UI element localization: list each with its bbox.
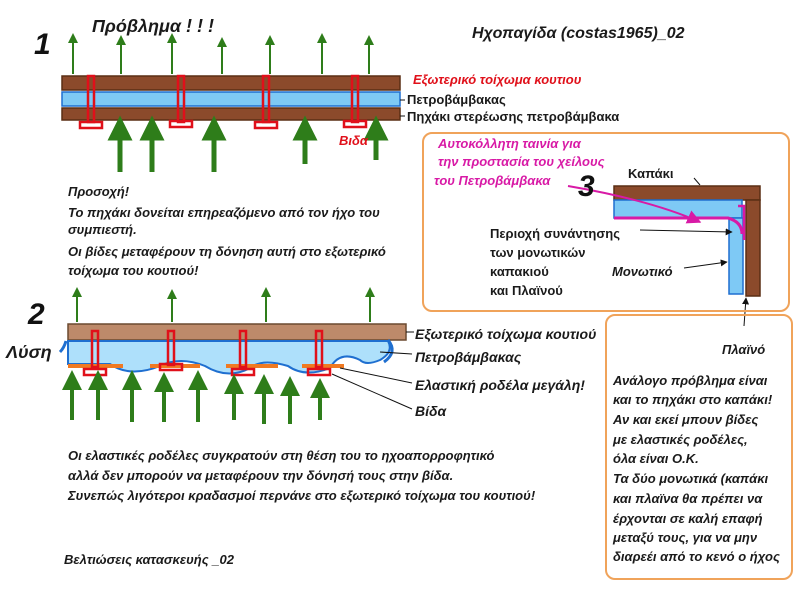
side-insulation <box>728 217 744 295</box>
s3-note-line: όλα είναι Ο.Κ. <box>613 451 699 466</box>
s2-screw-label: Βίδα <box>415 403 447 419</box>
section1-sound-arrows <box>107 115 389 172</box>
s2-rockwool-label: Πετροβάμβακας <box>415 349 522 365</box>
s3-note-line: Ανάλογο πρόβλημα είναι <box>613 373 768 388</box>
meeting-area-line: και Πλαϊνού <box>490 283 563 298</box>
note3-box <box>605 314 793 580</box>
footer-caption: Βελτιώσεις κατασκευής _02 <box>64 552 234 567</box>
document-title: Ηχοπαγίδα (costas1965)_02 <box>472 25 685 42</box>
section2-screws <box>82 329 332 377</box>
s3-note-line: Τα δύο μονωτικά (καπάκι <box>613 471 769 486</box>
s3-note-line: με ελαστικές ροδέλες, <box>613 432 748 447</box>
s3-note-line: Αν και εκεί μπουν βίδες <box>613 412 759 427</box>
s3-note-line: και το πηχάκι στο καπάκι! <box>613 392 773 407</box>
s2-note-line: Οι ελαστικές ροδέλες συγκρατούν στη θέση… <box>68 448 495 463</box>
section2-outer-wall <box>67 323 407 341</box>
step-number-3: 3 <box>578 170 595 203</box>
s2-outer-wall-label: Εξωτερικό τοίχωμα κουτιού <box>415 326 597 342</box>
s2-note-line: αλλά δεν μπορούν να μεταφέρουν την δόνησ… <box>68 468 454 483</box>
section1-fixing-batten <box>61 107 401 121</box>
meeting-area-line: Περιοχή συνάντησης <box>490 226 620 241</box>
s3-note-line: έρχονται σε καλή επαφή <box>613 511 763 526</box>
section2-up-arrows <box>72 287 375 322</box>
side-label: Πλαϊνό <box>722 342 766 357</box>
s1-outer-wall-label: Εξωτερικό τοίχωμα κουτιου <box>413 72 582 87</box>
section1-screws <box>78 74 368 130</box>
section3-leader-lines <box>567 177 750 327</box>
s1-note-line: τοίχωμα του κουτιού! <box>68 263 199 278</box>
step-number-1: 1 <box>34 28 51 61</box>
problem-heading: Πρόβλημα ! ! ! <box>92 16 214 36</box>
tape-label-line: την προστασία του χείλους <box>438 154 605 169</box>
meeting-area-line: καπακιού <box>490 264 549 279</box>
section1-up-arrows <box>68 33 374 74</box>
step-number-2: 2 <box>28 298 45 331</box>
s1-note-line: συμπιεστή. <box>68 222 137 237</box>
s2-washer-label: Ελαστική ροδέλα μεγάλη! <box>415 377 585 393</box>
section2-sound-arrows <box>62 370 330 424</box>
s3-note-line: διαρεέι από το κενό ο ήχος <box>613 549 780 564</box>
s3-note-line: μεταξύ τους, για να μην <box>613 530 758 545</box>
detail3-box <box>422 132 790 312</box>
tape-label-line: Αυτοκόλλητη ταινία για <box>438 136 581 151</box>
lid-label: Καπάκι <box>628 166 674 181</box>
s1-note-line: Οι βίδες μεταφέρουν τη δόνηση αυτή στο ε… <box>68 244 386 259</box>
s1-note-line: Προσοχή! <box>68 184 130 199</box>
insulation-label: Μονωτικό <box>612 264 673 279</box>
s1-note-line: Το πηχάκι δονείται επηρεαζόμενο από τον … <box>68 205 380 220</box>
s1-batten-label: Πηχάκι στερέωσης πετροβάμβακα <box>407 109 620 124</box>
s2-note-line: Συνεπώς λιγότεροι κραδασμοί περνάνε στο … <box>68 488 536 503</box>
solution-heading: Λύση <box>6 342 52 362</box>
s1-rockwool-label: Πετροβάμβακας <box>407 92 506 107</box>
section1-rockwool <box>61 91 401 107</box>
corner-tape <box>614 216 744 235</box>
meeting-area-line: των μονωτικών <box>490 245 586 260</box>
section1-outer-wall <box>61 75 401 91</box>
s1-screw-label: Βιδα <box>339 133 368 148</box>
s3-note-line: και πλαϊνα θα πρέπει να <box>613 491 763 506</box>
side-board <box>745 199 761 297</box>
tape-label-line: του Πετροβάμβακα <box>434 173 551 188</box>
section2-leader-lines <box>331 331 414 410</box>
